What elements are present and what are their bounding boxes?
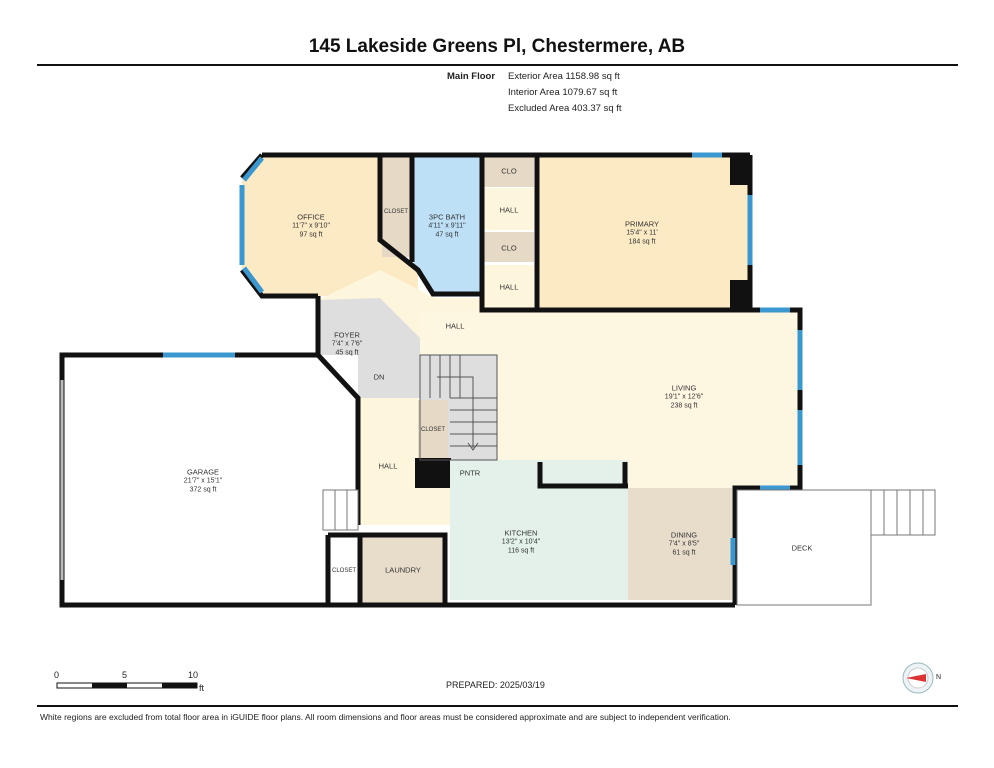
stair-closet-fill bbox=[418, 400, 448, 458]
room-primary: PRIMARY 15'4" x 11' 184 sq ft bbox=[625, 220, 659, 247]
disclaimer: White regions are excluded from total fl… bbox=[40, 712, 731, 722]
deck bbox=[322, 489, 936, 606]
walls bbox=[59, 152, 803, 608]
room-area: 184 sq ft bbox=[628, 238, 656, 246]
laundry-fill bbox=[360, 535, 444, 603]
room-dims: 7'4" x 7'6" bbox=[331, 340, 363, 348]
label-laundry-closet: CLOSET bbox=[331, 568, 357, 574]
stair-treads bbox=[419, 354, 498, 461]
label-deck: DECK bbox=[791, 543, 813, 553]
room-area: 61 sq ft bbox=[672, 549, 696, 557]
label-laundry: LAUNDRY bbox=[385, 565, 421, 575]
label-hall-mid: HALL bbox=[499, 282, 519, 292]
compass-label: N bbox=[936, 674, 942, 681]
room-name: PRIMARY bbox=[624, 219, 660, 229]
room-dims: 15'4" x 11' bbox=[626, 229, 658, 237]
interior-area: Interior Area 1079.67 sq ft bbox=[508, 87, 618, 98]
label-hall-lower: HALL bbox=[378, 461, 398, 471]
room-kitchen: KITCHEN 13'2" x 10'4" 116 sq ft bbox=[502, 529, 540, 556]
room-area: 238 sq ft bbox=[670, 402, 698, 410]
room-dims: 19'1" x 12'6" bbox=[664, 393, 704, 401]
hall-top-fill bbox=[484, 188, 534, 230]
kitchen-fill-2 bbox=[490, 460, 540, 490]
label-clo-top: CLO bbox=[501, 166, 517, 176]
clo-top-fill bbox=[484, 157, 534, 187]
scale-unit: ft bbox=[199, 683, 205, 693]
page-title: 145 Lakeside Greens Pl, Chestermere, AB bbox=[308, 36, 686, 57]
office-closet-fill bbox=[382, 157, 412, 257]
clo-mid-fill bbox=[484, 232, 534, 262]
label-clo-mid: CLO bbox=[501, 243, 517, 253]
office-fill bbox=[242, 157, 418, 296]
room-dims: 21'7" x 15'1" bbox=[183, 477, 223, 485]
room-name: LIVING bbox=[671, 383, 697, 393]
room-area: 97 sq ft bbox=[299, 231, 323, 239]
room-garage: GARAGE 21'7" x 15'1" 372 sq ft bbox=[184, 468, 222, 495]
room-dining: DINING 7'4" x 8'5" 61 sq ft bbox=[669, 531, 700, 558]
footer-divider bbox=[37, 705, 958, 707]
room-area: 372 sq ft bbox=[189, 486, 217, 494]
floor-label: Main Floor bbox=[447, 71, 496, 82]
header-divider bbox=[37, 64, 958, 66]
room-name: DINING bbox=[670, 530, 698, 540]
scale-0: 0 bbox=[54, 670, 60, 680]
lower-hall-fill bbox=[360, 398, 450, 525]
room-foyer: FOYER 7'4" x 7'6" 45 sq ft bbox=[332, 331, 363, 358]
room-name: FOYER bbox=[334, 330, 360, 340]
room-bath: 3PC BATH 4'11" x 9'11" 47 sq ft bbox=[428, 213, 465, 240]
primary-pillar-bottom bbox=[730, 280, 750, 310]
room-dims: 11'7" x 9'10" bbox=[292, 222, 330, 230]
room-area: 45 sq ft bbox=[335, 349, 359, 357]
label-pantry: PNTR bbox=[459, 468, 481, 478]
room-area: 47 sq ft bbox=[435, 231, 459, 239]
label-stair-closet: CLOSET bbox=[420, 427, 446, 433]
room-office: OFFICE 11'7" x 9'10" 97 sq ft bbox=[292, 213, 330, 240]
room-dims: 13'2" x 10'4" bbox=[501, 538, 541, 546]
bath-fill bbox=[414, 157, 482, 295]
windows bbox=[163, 152, 803, 565]
prepared-date: PREPARED: 2025/03/19 bbox=[446, 680, 545, 690]
scale-5: 5 bbox=[122, 670, 128, 680]
exterior-area: Exterior Area 1158.98 sq ft bbox=[508, 71, 620, 82]
label-hall-top: HALL bbox=[499, 205, 519, 215]
room-fills bbox=[62, 157, 800, 605]
label-dn: DN bbox=[373, 372, 385, 382]
hall-mid-fill bbox=[484, 265, 534, 309]
room-dims: 7'4" x 8'5" bbox=[668, 540, 700, 548]
dining-fill bbox=[628, 488, 732, 600]
primary-pillar-top bbox=[730, 155, 750, 185]
garage-fill bbox=[62, 355, 358, 605]
primary-fill bbox=[537, 157, 751, 308]
room-name: GARAGE bbox=[186, 467, 220, 477]
room-living: LIVING 19'1" x 12'6" 238 sq ft bbox=[665, 384, 703, 411]
black-block bbox=[415, 458, 451, 488]
room-name: 3PC BATH bbox=[428, 212, 466, 222]
scale-bar bbox=[56, 682, 198, 689]
room-name: OFFICE bbox=[297, 212, 325, 222]
room-name: KITCHEN bbox=[504, 528, 538, 538]
scale-10: 10 bbox=[188, 670, 199, 680]
room-area: 116 sq ft bbox=[507, 547, 535, 555]
excluded-area: Excluded Area 403.37 sq ft bbox=[508, 103, 622, 114]
label-office-closet: CLOSET bbox=[383, 209, 409, 215]
label-hall-main: HALL bbox=[445, 321, 465, 331]
room-dims: 4'11" x 9'11" bbox=[428, 222, 466, 230]
compass-icon bbox=[902, 662, 934, 694]
